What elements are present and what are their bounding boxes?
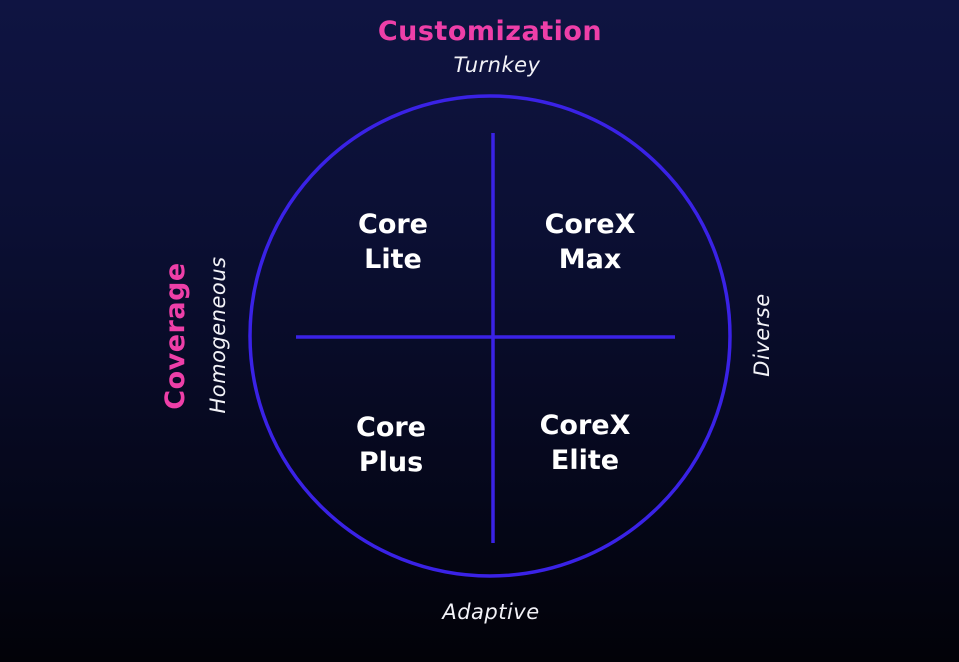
quadrant-bottom-right: CoreX Elite <box>505 408 665 478</box>
quadrant-top-right: CoreX Max <box>510 207 670 277</box>
quadrant-label-line2: Plus <box>358 447 424 478</box>
homogeneous-label: Homogeneous <box>206 256 230 414</box>
quadrant-label-line2: Elite <box>550 445 620 476</box>
quadrant-label-line1: Core <box>358 209 428 240</box>
turnkey-label: Turnkey <box>453 53 541 77</box>
customization-axis-title: Customization <box>377 16 603 47</box>
coverage-axis-title: Coverage <box>160 262 191 410</box>
outer-circle <box>248 94 732 578</box>
diverse-label: Diverse <box>750 293 774 377</box>
quadrant-label-line1: CoreX <box>544 209 636 240</box>
quadrant-bottom-left: Core Plus <box>311 410 471 480</box>
quadrant-top-left: Core Lite <box>313 207 473 277</box>
quadrant-label-line1: CoreX <box>539 410 631 441</box>
quadrant-label-line2: Lite <box>364 244 422 275</box>
quadrant-label-line1: Core <box>356 412 426 443</box>
adaptive-label: Adaptive <box>442 600 540 624</box>
quadrant-label-line2: Max <box>558 244 622 275</box>
